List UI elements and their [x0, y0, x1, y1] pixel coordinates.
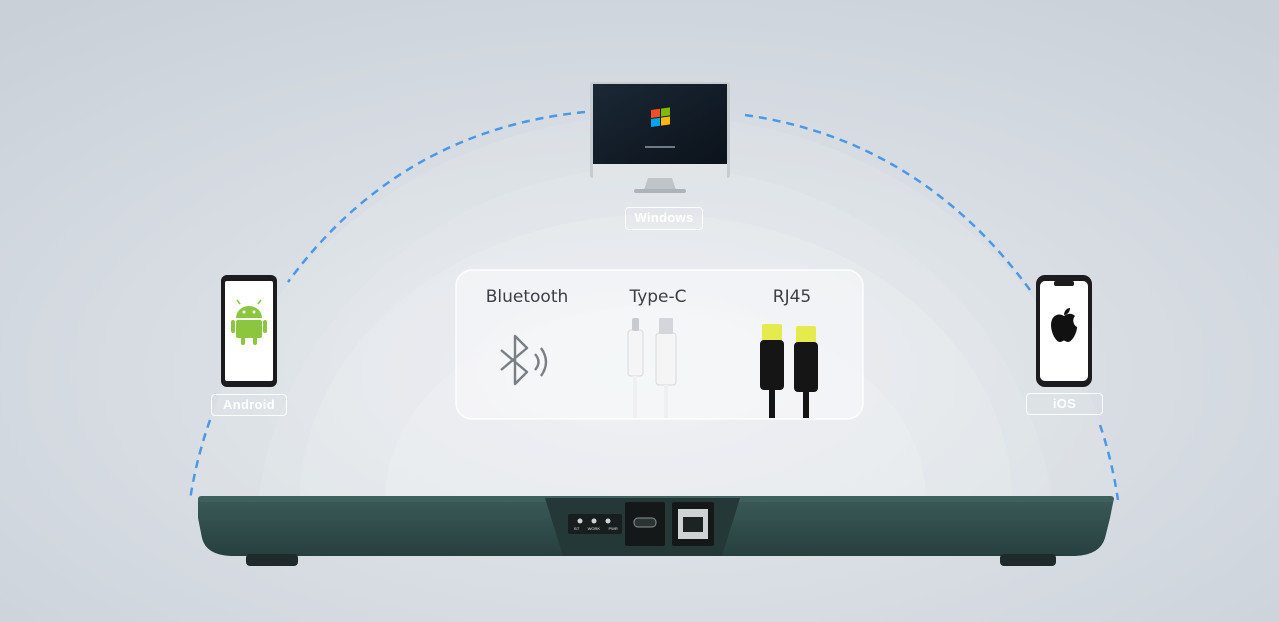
rj45-label: RJ45 — [772, 287, 812, 307]
indicator-pwr: PWR — [608, 526, 618, 531]
connection-arcs — [188, 110, 1120, 501]
indicator-work: WORK — [587, 526, 601, 531]
android-phone — [221, 275, 277, 387]
indicator-bt: BT — [574, 526, 580, 531]
windows-monitor — [590, 82, 730, 193]
ios-label: iOS — [1026, 393, 1103, 415]
usb-cable-icon — [627, 318, 677, 418]
bluetooth-label: Bluetooth — [485, 287, 569, 307]
ios-phone — [1036, 275, 1092, 387]
android-logo-icon — [231, 299, 267, 345]
android-label: Android — [211, 394, 287, 416]
windows-label: Windows — [625, 207, 703, 230]
apple-logo-icon — [1051, 308, 1077, 342]
printer-base — [198, 496, 1114, 566]
indicator-labels: BT WORK PWR — [570, 526, 622, 531]
type-c-label: Type-C — [629, 287, 687, 307]
ethernet-cable-icon — [760, 324, 818, 418]
connection-panel — [455, 269, 864, 420]
bluetooth-icon — [500, 334, 548, 386]
windows-logo-icon — [651, 107, 670, 127]
